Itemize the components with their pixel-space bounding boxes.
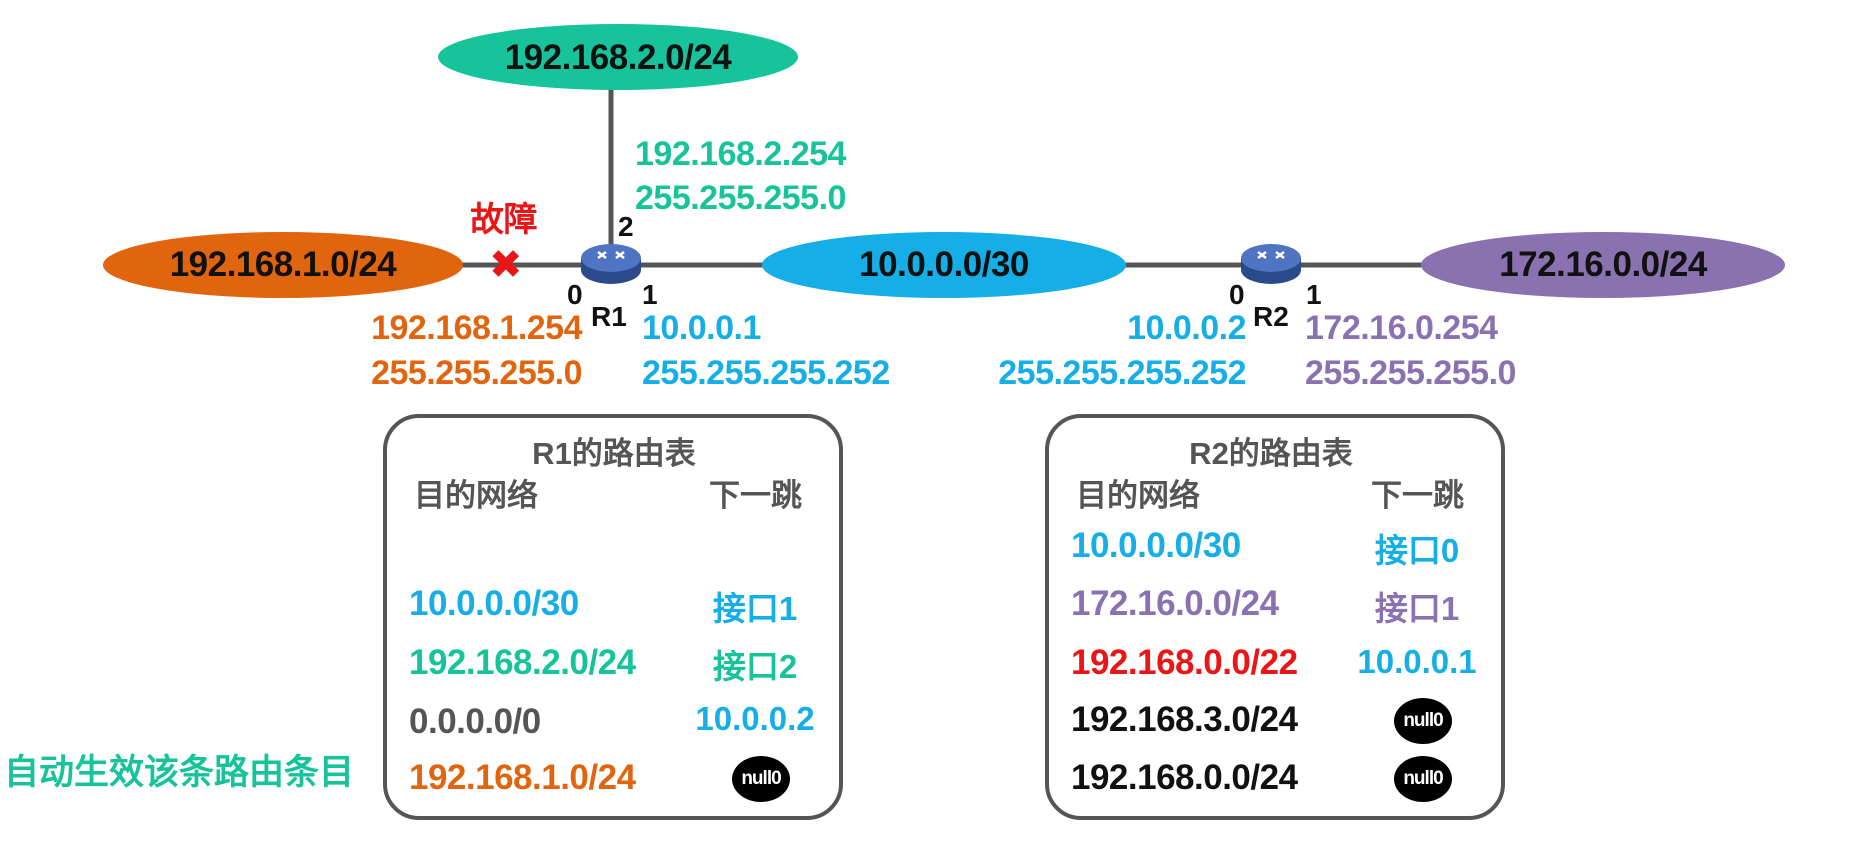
r2-row-5-dest: 192.168.0.0/24 [1071, 758, 1298, 797]
r1-row-4-null-badge: null0 [732, 756, 790, 802]
r2-row-4-null-badge: null0 [1394, 698, 1452, 744]
r2-col-hop: 下一跳 [1371, 478, 1464, 513]
r1-col-hop: 下一跳 [709, 478, 802, 513]
r2-if1-ip: 172.16.0.254 [1305, 309, 1498, 347]
r2-if1-mask: 255.255.255.0 [1305, 354, 1516, 392]
r1-row-4-dest: 192.168.1.0/24 [409, 758, 636, 797]
r1-name: R1 [591, 301, 627, 332]
r1-row-3-dest: 0.0.0.0/0 [409, 702, 541, 741]
r2-if0-number: 0 [1229, 279, 1245, 310]
network-192-168-1 [103, 232, 463, 298]
network-172-16 [1421, 232, 1785, 298]
r2-row-1-dest: 10.0.0.0/30 [1071, 526, 1241, 565]
r1-routing-table: R1的路由表 目的网络 下一跳 10.0.0.0/30 接口1 192.168.… [383, 414, 843, 820]
r1-if0-ip: 192.168.1.254 [371, 309, 582, 347]
network-label-10-0-0: 10.0.0.0/30 [859, 245, 1029, 284]
r1-if1-ip: 10.0.0.1 [642, 309, 761, 347]
r1-if0-mask: 255.255.255.0 [371, 354, 582, 392]
r2-if0-mask: 255.255.255.252 [998, 354, 1246, 392]
router-r1-icon [581, 244, 641, 284]
network-label-192-168-2: 192.168.2.0/24 [504, 38, 732, 77]
r1-row-2-dest: 192.168.2.0/24 [409, 643, 636, 682]
r2-col-dest: 目的网络 [1076, 478, 1200, 513]
r1-row-1-dest: 10.0.0.0/30 [409, 584, 579, 623]
r1-row-1-hop: 接口1 [712, 590, 798, 627]
r2-row-5-null-badge: null0 [1394, 756, 1452, 802]
r1-if0-number: 0 [567, 279, 583, 310]
router-r2-icon [1241, 244, 1301, 284]
r2-row-3-hop: 10.0.0.1 [1357, 643, 1477, 680]
r1-row-3-hop: 10.0.0.2 [695, 700, 815, 737]
r2-if1-number: 1 [1306, 279, 1322, 310]
r1-if1-mask: 255.255.255.252 [642, 354, 890, 392]
caption-auto-route: 自动生效该条路由条目 [4, 753, 355, 792]
r1-row-2-hop: 接口2 [712, 648, 798, 685]
r2-row-1-hop: 接口0 [1374, 532, 1460, 569]
fault-x-icon: ✖ [489, 243, 523, 287]
r1-if2-ip: 192.168.2.254 [635, 135, 846, 173]
network-192-168-2 [438, 24, 798, 90]
r2-row-2-dest: 172.16.0.0/24 [1071, 584, 1279, 623]
r2-routing-table: R2的路由表 目的网络 下一跳 10.0.0.0/30 接口0 172.16.0… [1045, 414, 1505, 820]
r2-if0-ip: 10.0.0.2 [1127, 309, 1246, 347]
network-10-0-0 [762, 232, 1126, 298]
r2-row-4-dest: 192.168.3.0/24 [1071, 700, 1298, 739]
r1-if1-number: 1 [642, 279, 658, 310]
fault-label: 故障 [470, 201, 538, 239]
r2-row-2-hop: 接口1 [1374, 590, 1460, 627]
network-label-172-16: 172.16.0.0/24 [1499, 245, 1707, 284]
network-label-192-168-1: 192.168.1.0/24 [169, 245, 397, 284]
r2-table-title: R2的路由表 [1189, 436, 1353, 471]
r2-row-3-dest: 192.168.0.0/22 [1071, 643, 1298, 682]
r1-if2-number: 2 [618, 211, 634, 242]
r2-name: R2 [1253, 301, 1289, 332]
r1-table-title: R1的路由表 [532, 436, 696, 471]
r1-col-dest: 目的网络 [414, 478, 538, 513]
r1-if2-mask: 255.255.255.0 [635, 179, 846, 217]
